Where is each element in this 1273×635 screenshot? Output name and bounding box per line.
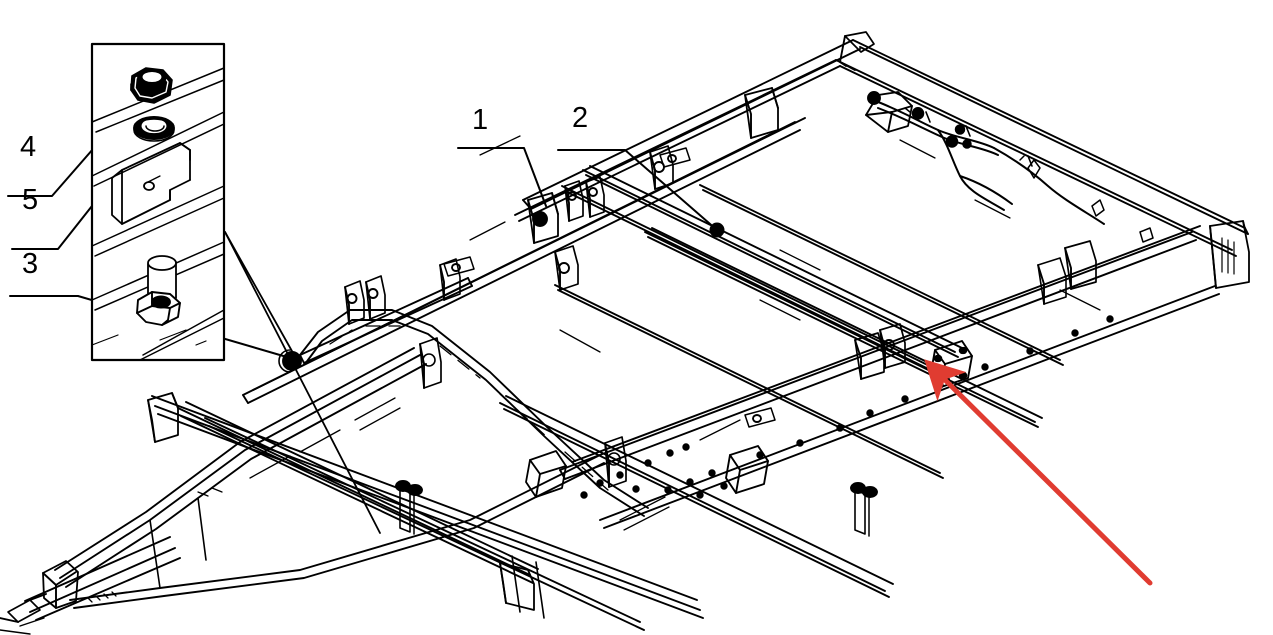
rail-bracket-4 [744, 87, 779, 139]
callout-label-3: 3 [22, 248, 39, 280]
deck-bracket-f [1037, 257, 1067, 305]
rail-tick-marks [925, 111, 1033, 167]
deck-lower-rails [204, 417, 645, 631]
inset-channel-bracket [111, 142, 191, 225]
right-end-plate [1209, 220, 1250, 289]
a-frame-tongue [24, 347, 605, 621]
pivot-bracket-pair-left [344, 275, 386, 325]
coupler-hitch [0, 560, 79, 635]
chassis-front-endcap-right [499, 562, 535, 611]
stud-post-right [850, 482, 878, 537]
callout-label-1: 1 [472, 104, 489, 136]
detail-leader-bottom [224, 231, 381, 534]
inset-washer [133, 116, 175, 142]
rail-bracket-2 [554, 245, 579, 291]
chassis-plate-holes [580, 471, 640, 499]
deck-cross-slats [554, 165, 1064, 479]
leader-1 [457, 147, 547, 207]
wiring-harness [872, 99, 1105, 225]
chassis-rail-right [559, 225, 1220, 529]
pivot-bracket-lower-right [604, 436, 627, 488]
callout-label-4: 4 [20, 131, 37, 163]
callout-label-2: 2 [572, 102, 589, 134]
deck-bracket-e [1064, 240, 1097, 290]
rail-bracket-tabs-1 [564, 176, 605, 222]
detail-box-leaders [224, 231, 381, 534]
chassis-front-cross-member [177, 401, 539, 584]
wiring-clips [904, 107, 1154, 243]
inset-lock-nut [130, 67, 173, 104]
leader-2 [557, 149, 718, 231]
inset-hex-bolt [136, 255, 181, 326]
rear-bottom-cross [511, 555, 545, 619]
deck-bracket-d [879, 323, 906, 369]
deck-left-outer [197, 487, 223, 497]
rail-bracket-1 [527, 192, 559, 244]
stud-post-left [395, 480, 423, 535]
detail-leader-top [224, 231, 298, 361]
chassis-rail-bolt-holes [644, 315, 1114, 499]
curved-tilt-support [299, 309, 649, 517]
misc-detail-lines [249, 135, 1101, 531]
red-annotation-arrow [924, 359, 1153, 586]
deck-tab-holes [443, 147, 776, 428]
pivot-bracket-center [419, 337, 442, 389]
side-rail-boss-2 [725, 445, 769, 494]
deck-rail-right [499, 395, 894, 598]
frame-linework [0, 31, 1250, 635]
detail-inset-box [90, 42, 226, 362]
callout-label-5: 5 [22, 184, 39, 216]
lower-mid-boss [525, 450, 567, 498]
chassis-front-endcap-left [147, 392, 179, 443]
tongue-cable-bundle [87, 591, 117, 603]
deck-bracket-b [340, 288, 345, 300]
deck-inner-rail-left [514, 59, 1237, 257]
deck-bracket-a [439, 258, 461, 301]
